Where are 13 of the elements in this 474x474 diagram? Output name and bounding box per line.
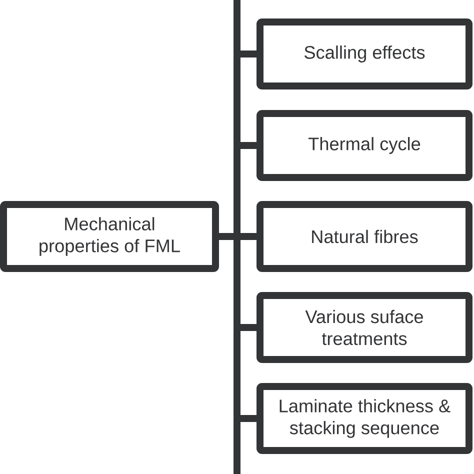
process-box: Various suface treatments bbox=[256, 292, 472, 363]
process-box: Thermal cycle bbox=[256, 110, 472, 181]
connector-line bbox=[240, 50, 256, 58]
root-box: Mechanical properties of FML bbox=[0, 201, 219, 272]
connector-line bbox=[219, 233, 234, 240]
trunk-line bbox=[234, 0, 240, 474]
connector-line bbox=[240, 415, 256, 422]
process-box: Laminate thickness & stacking sequence bbox=[256, 383, 472, 454]
connector-line bbox=[240, 324, 256, 331]
process-box: Natural fibres bbox=[256, 201, 472, 272]
connector-line bbox=[240, 233, 256, 240]
connector-line bbox=[240, 142, 256, 149]
process-box: Scalling effects bbox=[256, 18, 472, 90]
